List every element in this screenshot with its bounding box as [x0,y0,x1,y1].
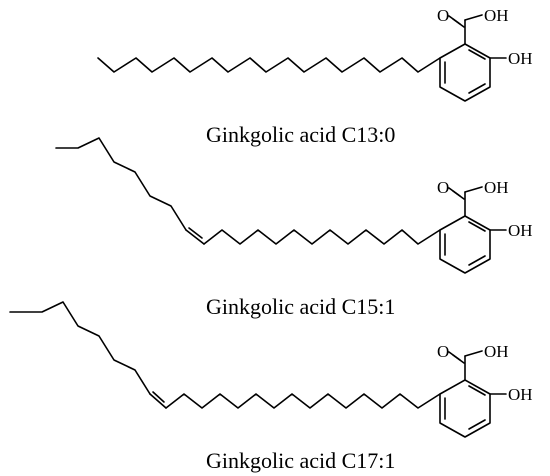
alkyl-chain-saturated [203,229,441,245]
benzene-ring [439,379,491,438]
carbonyl-oxygen-label: O [437,178,449,197]
alkyl-chain-tail [55,137,187,231]
carbonyl-oxygen-label: O [437,342,449,361]
carboxyl-group: O OH [437,342,509,381]
carbonyl-oxygen-label: O [437,6,449,25]
acid-hydroxyl-label: OH [484,342,509,361]
cis-double-bond [149,393,167,409]
phenol-hydroxyl: OH [489,49,533,68]
acid-hydroxyl-label: OH [484,178,509,197]
carboxyl-group: O OH [437,6,509,45]
carboxyl-group: O OH [437,178,509,217]
phenol-hydroxyl-label: OH [508,49,533,68]
phenol-hydroxyl-label: OH [508,221,533,240]
molecule-c17-1: O OH OH Ginkgolic acid C17:1 [9,301,533,473]
alkyl-chain-tail [9,301,151,395]
molecule-c15-1: O OH OH Ginkgolic acid C15:1 [55,137,533,319]
phenol-hydroxyl: OH [489,221,533,240]
molecule-c13-0: O OH OH Ginkgolic acid C13:0 [97,6,533,147]
benzene-ring [439,215,491,274]
phenol-hydroxyl-label: OH [508,385,533,404]
alkyl-chain-saturated [165,393,441,409]
cis-double-bond [185,229,205,245]
caption-c13-0: Ginkgolic acid C13:0 [206,122,395,147]
caption-c17-1: Ginkgolic acid C17:1 [206,448,395,473]
acid-hydroxyl-label: OH [484,6,509,25]
phenol-hydroxyl: OH [489,385,533,404]
benzene-ring [439,43,491,102]
caption-c15-1: Ginkgolic acid C15:1 [206,294,395,319]
alkyl-chain [97,57,441,73]
